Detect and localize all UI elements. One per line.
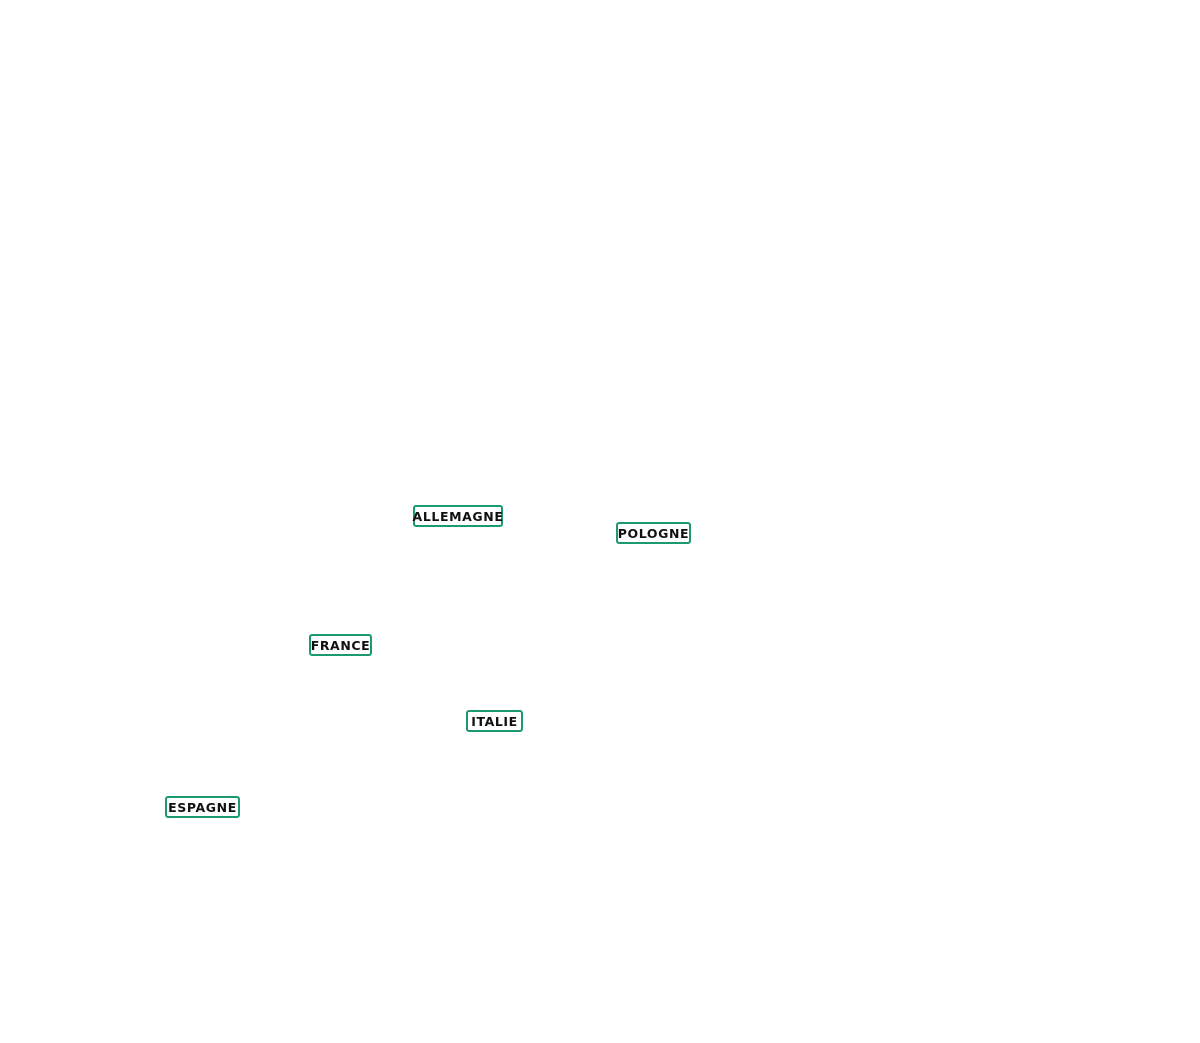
country-label-italie[interactable]: ITALIE	[466, 710, 523, 732]
country-label-pologne[interactable]: POLOGNE	[616, 522, 691, 544]
country-label-france[interactable]: FRANCE	[309, 634, 372, 656]
country-label-espagne[interactable]: ESPAGNE	[165, 796, 240, 818]
country-label-allemagne[interactable]: ALLEMAGNE	[413, 505, 503, 527]
